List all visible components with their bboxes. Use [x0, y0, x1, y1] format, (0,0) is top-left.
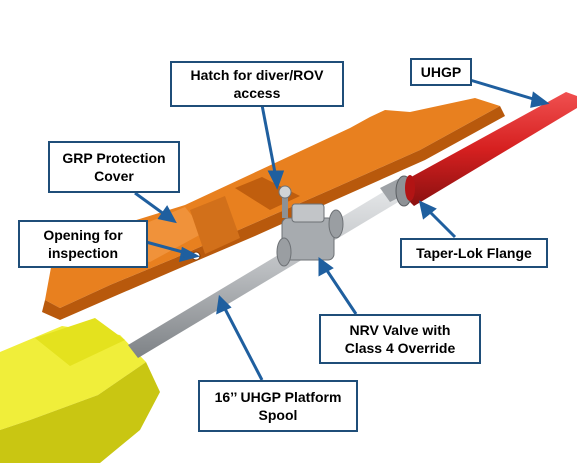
uhgp-pipeline	[395, 92, 577, 207]
valve-flange-left	[276, 237, 292, 267]
leader-spool	[221, 304, 264, 381]
valve-handwheel	[278, 185, 292, 199]
callout-opening: Opening for inspection	[18, 220, 148, 268]
callout-nrv: NRV Valve with Class 4 Override	[319, 314, 481, 364]
valve-stem	[282, 194, 288, 218]
nrv-valve	[276, 185, 344, 267]
leader-spool-arrowhead	[216, 294, 232, 315]
leader-uhgp	[469, 78, 541, 103]
leader-nrv	[322, 265, 358, 315]
leader-hatch	[260, 104, 278, 179]
callout-hatch: Hatch for diver/ROV access	[170, 61, 344, 107]
callout-uhgp: UHGP	[410, 58, 472, 86]
leader-uhgp-arrowhead	[530, 91, 550, 108]
callout-spool: 16’’ UHGP Platform Spool	[198, 380, 358, 432]
leader-taperlok-arrowhead	[418, 200, 437, 220]
yellow-base-ridge	[35, 318, 125, 366]
yellow-base-front	[0, 362, 160, 463]
leader-opening-arrowhead	[179, 246, 201, 263]
callout-grp-cover: GRP Protection Cover	[48, 141, 180, 193]
valve-bonnet	[291, 203, 325, 223]
leader-hatch-arrowhead	[267, 170, 285, 190]
valve-flange-right	[328, 209, 344, 239]
cover-side-wing	[190, 196, 240, 254]
leader-grp-cover-arrowhead	[157, 205, 177, 224]
taper-lok-ring	[405, 175, 415, 201]
yellow-base-top	[0, 326, 146, 430]
leader-nrv-arrowhead	[318, 257, 334, 277]
leader-lines	[134, 78, 550, 381]
cover-front-skirt	[42, 106, 505, 320]
yellow-base	[0, 318, 160, 463]
callout-taperlok: Taper-Lok Flange	[400, 238, 548, 268]
uhgp-pipe-body	[402, 92, 577, 206]
